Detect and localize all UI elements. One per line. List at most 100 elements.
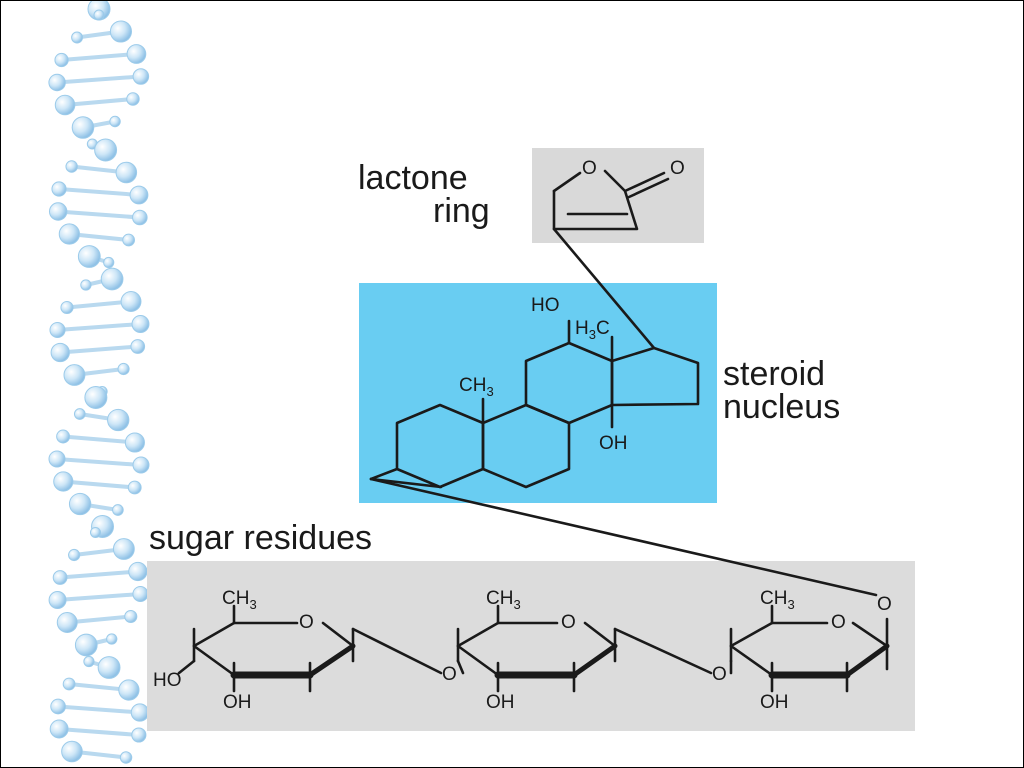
sugar2-ring-oxygen: O [561,612,576,633]
helix-bead [122,233,136,247]
helix-bead [60,300,74,315]
steroid-hydroxyl-12: HO [531,295,560,316]
helix-rung [61,434,137,445]
helix-bead [89,526,102,539]
helix-bead [84,386,108,409]
steroid-nucleus-label-line2: nucleus [723,388,841,426]
steroid-methyl-13: H3C [575,318,610,342]
helix-bead [119,751,133,764]
helix-bead [71,116,95,139]
helix-bead [130,339,146,354]
helix-bead [118,679,140,701]
helix-rung [55,74,143,85]
helix-bead [48,450,66,468]
helix-bead [68,492,92,516]
helix-bead [103,256,115,269]
helix-bead [132,209,148,226]
helix-rung [55,322,143,332]
helix-bead [51,181,67,197]
helix-bead [54,94,76,116]
sugar-residues-box [147,561,915,731]
sugar3-methyl: CH3 [760,588,795,612]
helix-bead [80,279,92,291]
steroid-nucleus-structure [369,319,700,489]
helix-rung [65,614,133,625]
helix-bead [93,9,105,21]
helix-bead [109,115,121,128]
helix-bead [126,92,140,106]
helix-bead [117,362,130,376]
helix-rung [58,569,140,580]
lactone-ring-structure [552,169,670,231]
steroid-sugar-bond [369,477,878,597]
helix-bead [48,591,67,609]
sugar2-methyl: CH3 [486,588,521,612]
helix-bead [132,68,150,85]
dna-helix-decoration [48,1,150,764]
sugar-residue-1-structure [177,604,443,693]
helix-bead [129,185,149,205]
helix-rung [55,457,143,467]
helix-bead [61,740,83,763]
helix-rung [56,704,142,715]
sugar2-hydroxyl-bottom: OH [486,692,515,713]
helix-bead [53,471,74,492]
steroid-nucleus-box [359,283,717,503]
helix-bead [131,315,150,333]
sugar3-ring-oxygen: O [831,612,846,633]
helix-bead [107,408,130,432]
helix-bead [126,44,147,64]
helix-rung [61,479,137,490]
lactone-steroid-bond [552,227,656,350]
helix-bead [58,223,80,245]
lactone-ring-oxygen: O [582,158,597,179]
helix-bead [106,633,118,645]
sugar1-hydroxyl-bottom: OH [223,692,252,713]
helix-bead [56,429,71,444]
helix-bead [124,609,138,624]
helix-rung [56,209,142,220]
helix-bead [73,408,86,420]
helix-bead [48,202,68,221]
helix-rung [59,52,139,62]
helix-bead [68,548,81,562]
helix-bead [109,20,133,43]
helix-rung [57,187,141,197]
glycosidic-oxygen-2: O [712,664,727,685]
helix-bead [132,456,150,474]
helix-bead [100,267,124,291]
lactone-ring-box [532,148,704,243]
lactone-carbonyl-oxygen: O [670,158,685,179]
helix-bead [50,342,70,363]
sugar3-hydroxyl-bottom: OH [760,692,789,713]
sugar1-ring-oxygen: O [299,612,314,633]
helix-bead [77,245,101,268]
helix-rung [55,592,143,602]
steroid-nucleus-label-line1: steroid [723,355,826,393]
helix-bead [97,656,121,679]
helix-bead [56,612,78,633]
helix-bead [52,570,68,585]
helix-bead [112,538,135,560]
helix-bead [71,31,83,44]
steroid-methyl-10: CH3 [459,375,494,399]
glycosidic-oxygen-1: O [442,664,457,685]
helix-bead [112,504,124,516]
sugar-residue-3-structure [729,604,890,693]
sugar-residues-label: sugar residues [149,519,373,557]
helix-bead [127,480,142,495]
helix-rung [58,344,140,355]
helix-bead [83,655,95,668]
helix-bead [131,727,147,743]
helix-bead [65,160,78,173]
terminal-glycosidic-oxygen: O [877,594,892,615]
helix-bead [120,291,142,312]
helix-bead [54,52,69,68]
helix-bead [62,677,76,691]
steroid-hydroxyl-14: OH [599,433,628,454]
helix-bead [124,432,145,453]
helix-rung [63,97,135,107]
helix-bead [115,161,138,184]
